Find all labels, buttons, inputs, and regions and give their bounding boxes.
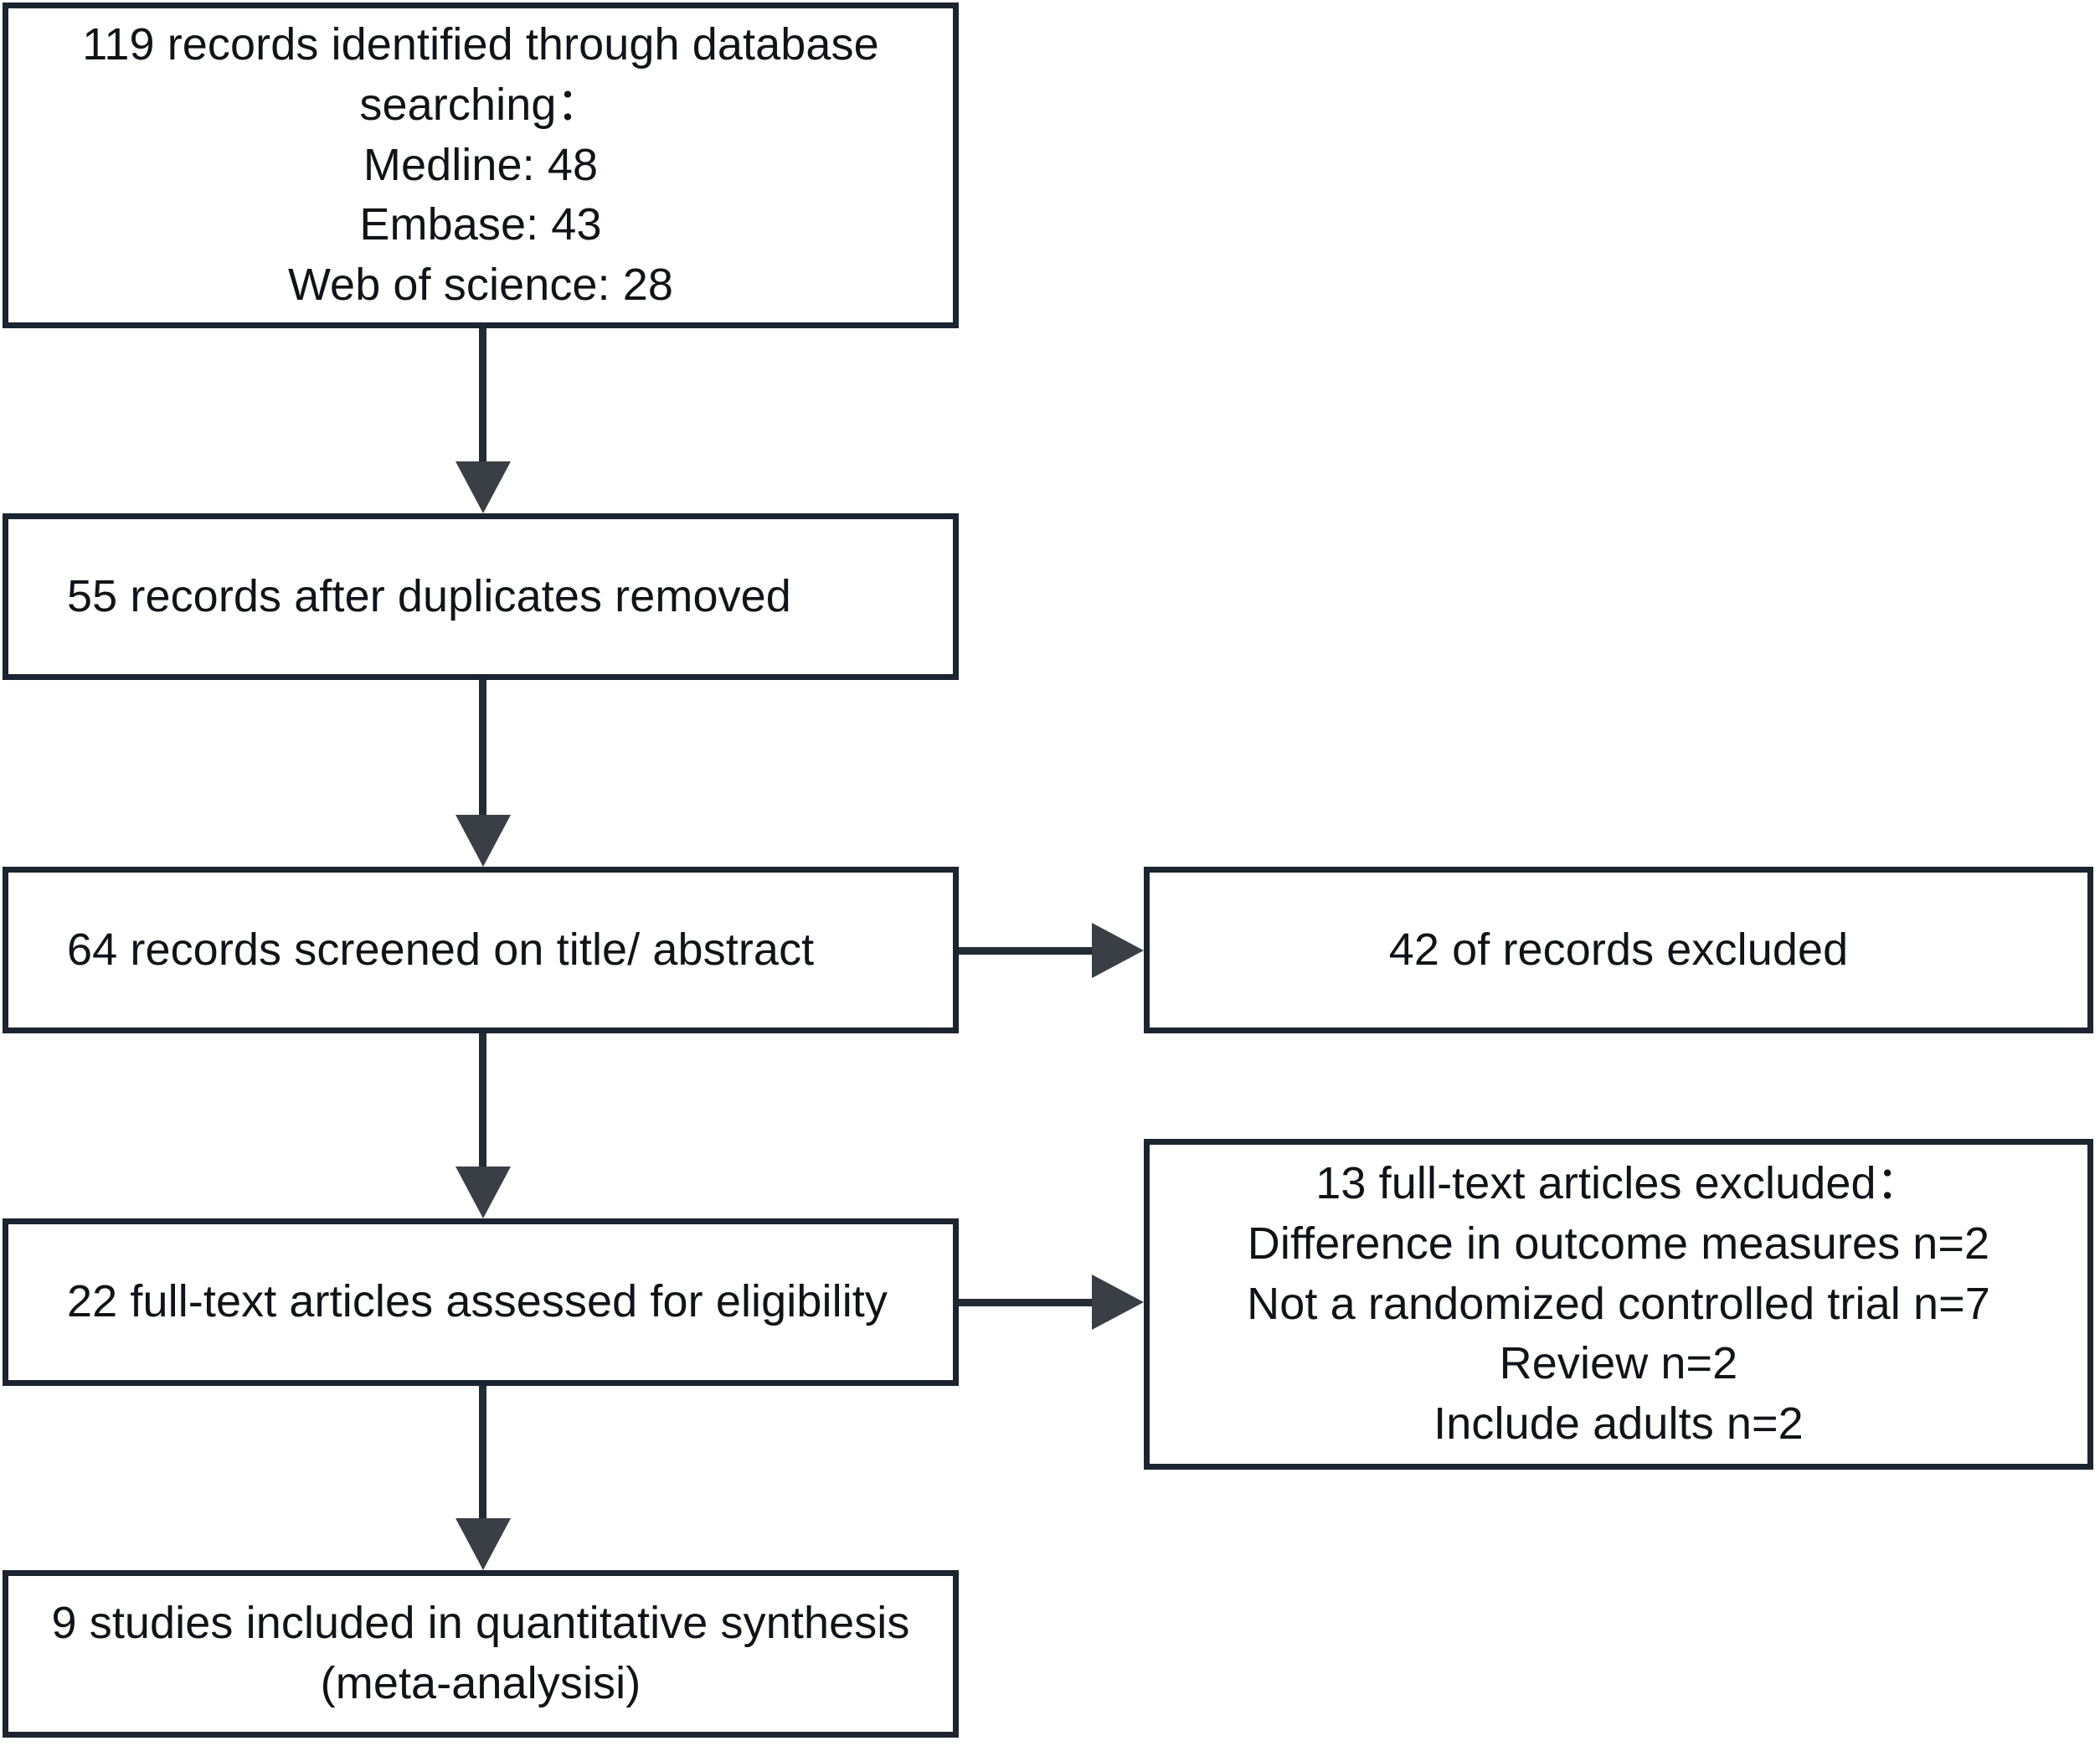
records-after-duplicates-text: 55 records after duplicates removed	[67, 570, 791, 621]
arrow-right-icon-screened-to-excluded	[1092, 923, 1144, 978]
connector-line-fulltext-to-included	[479, 1386, 486, 1519]
arrow-down-icon-fulltext-to-included	[456, 1518, 511, 1570]
records-identified-text: 119 records identified through database …	[82, 18, 879, 311]
records-screened-text: 64 records screened on title/ abstract	[67, 924, 815, 975]
arrow-right-icon-fulltext-to-excluded	[1092, 1275, 1144, 1330]
connector-line-fulltext-to-excluded	[959, 1299, 1093, 1306]
connector-line-screened-to-fulltext	[479, 1033, 486, 1167]
connector-line-screened-to-excluded	[959, 947, 1093, 955]
arrow-down-icon-screened-to-fulltext	[456, 1167, 511, 1218]
records-screened-box: 64 records screened on title/ abstract	[3, 867, 959, 1033]
records-after-duplicates-box: 55 records after duplicates removed	[3, 513, 959, 680]
records-excluded-text: 42 of records excluded	[1388, 924, 1849, 975]
fulltext-excluded-box: 13 full-text articles excluded： Differen…	[1144, 1139, 2093, 1470]
arrow-down-icon-identified-to-duplicates	[456, 461, 511, 513]
records-identified-box: 119 records identified through database …	[3, 3, 959, 328]
arrow-down-icon-duplicates-to-screened	[456, 815, 511, 867]
connector-line-identified-to-duplicates	[479, 328, 486, 462]
fulltext-assessed-box: 22 full-text articles assessed for eligi…	[3, 1218, 959, 1386]
fulltext-excluded-text: 13 full-text articles excluded： Differen…	[1247, 1157, 1990, 1450]
records-excluded-box: 42 of records excluded	[1144, 867, 2093, 1033]
connector-line-duplicates-to-screened	[479, 680, 486, 816]
fulltext-assessed-text: 22 full-text articles assessed for eligi…	[67, 1276, 888, 1327]
studies-included-text: 9 studies included in quantitative synth…	[51, 1598, 910, 1708]
studies-included-box: 9 studies included in quantitative synth…	[3, 1570, 959, 1738]
